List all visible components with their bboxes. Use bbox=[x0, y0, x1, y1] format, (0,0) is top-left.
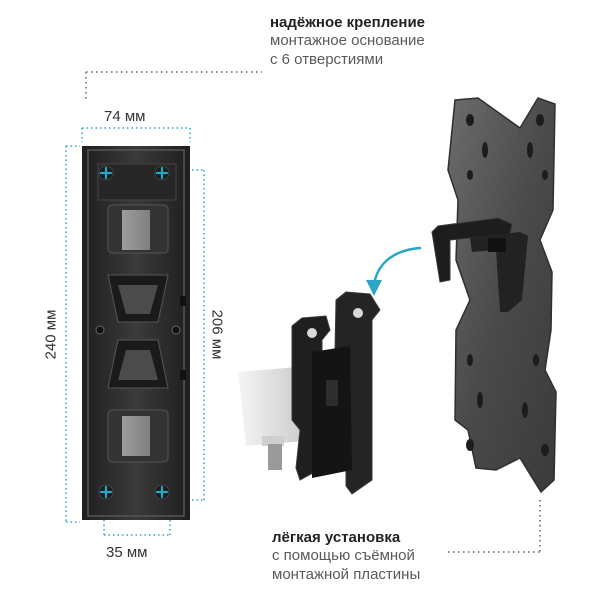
bottom-callout-leader bbox=[448, 500, 541, 553]
top-callout: надёжное крепление монтажное основание с… bbox=[270, 14, 490, 69]
top-callout-leader bbox=[85, 71, 262, 100]
top-callout-line2: с 6 отверстиями bbox=[270, 51, 384, 68]
detachable-bracket bbox=[291, 291, 381, 495]
dim-inner-height: 206 мм bbox=[208, 309, 226, 360]
dim-bottom-width: 35 мм bbox=[106, 544, 148, 561]
dim-outer-height: 240 мм bbox=[42, 309, 60, 360]
bottom-callout-title: лёгкая установка bbox=[272, 529, 401, 546]
dimension-guides bbox=[65, 127, 205, 536]
wall-base-plate bbox=[82, 146, 190, 520]
top-callout-line1: монтажное основание bbox=[270, 32, 425, 49]
top-callout-title: надёжное крепление bbox=[270, 14, 426, 31]
bottom-callout-line2: монтажной пластины bbox=[272, 566, 421, 583]
tv-mounting-plate bbox=[431, 97, 557, 494]
install-arrow bbox=[372, 246, 422, 286]
arrow-head-icon bbox=[366, 280, 382, 296]
bottom-callout-line1: с помощью съёмной bbox=[272, 547, 415, 564]
screw-markers bbox=[98, 165, 170, 500]
bottom-callout: лёгкая установка с помощью съёмной монта… bbox=[272, 529, 472, 584]
dim-top-width: 74 мм bbox=[104, 108, 146, 125]
